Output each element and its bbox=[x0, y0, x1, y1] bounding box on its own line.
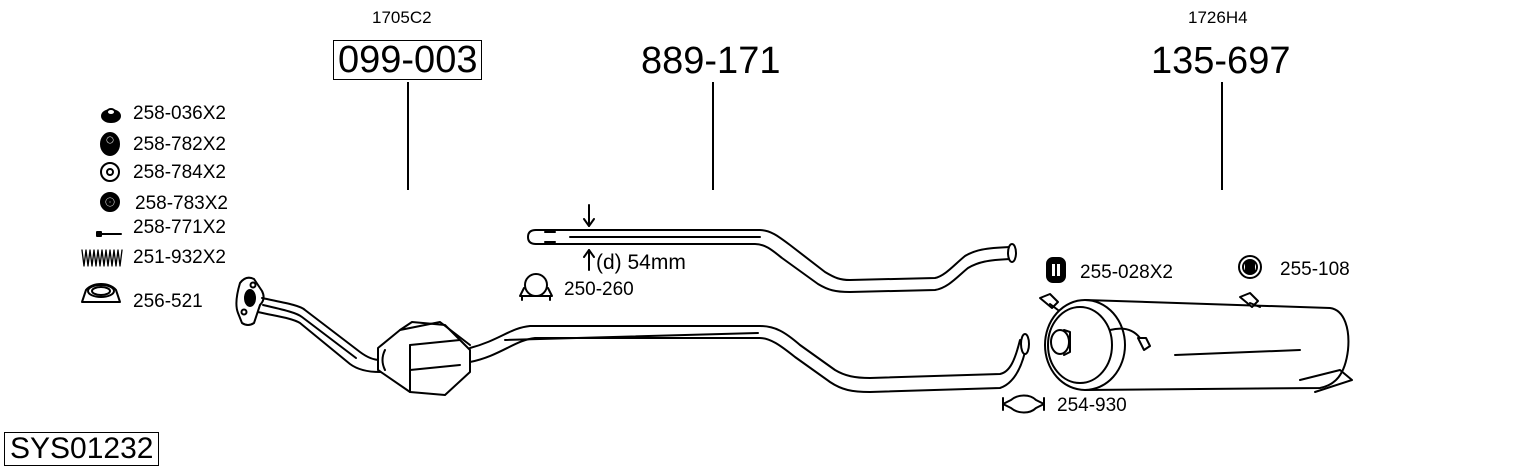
part-number-catalyst[interactable]: 099-003 bbox=[333, 40, 483, 80]
accessory-label-spring-cup[interactable]: 258-782X2 bbox=[133, 134, 226, 155]
accessory-label-band-clamp[interactable]: 254-930 bbox=[1057, 395, 1127, 416]
accessory-icons-left bbox=[81, 108, 123, 303]
accessory-label-ring[interactable]: 258-783X2 bbox=[135, 193, 228, 214]
part-ref-label: 1705C2 bbox=[372, 8, 432, 27]
accessory-label-rubber-mount[interactable]: 255-108 bbox=[1280, 259, 1350, 280]
part-number-rear-silencer[interactable]: 135-697 bbox=[1151, 40, 1291, 82]
accessory-label-spring[interactable]: 251-932X2 bbox=[133, 247, 226, 268]
accessory-label-u-clamp[interactable]: 250-260 bbox=[564, 279, 634, 300]
leader-line bbox=[712, 82, 714, 190]
part-ref-label: 1726H4 bbox=[1188, 8, 1248, 27]
intermediate-pipe-drawing bbox=[527, 204, 1017, 293]
leader-line bbox=[407, 82, 409, 190]
part-number-intermediate-pipe[interactable]: 889-171 bbox=[641, 40, 781, 82]
accessory-icons-other bbox=[519, 255, 1262, 414]
accessory-label-bolt[interactable]: 258-771X2 bbox=[133, 217, 226, 238]
accessory-label-gasket-ring[interactable]: 256-521 bbox=[133, 291, 203, 312]
system-id: SYS01232 bbox=[4, 432, 160, 466]
accessory-label-washer[interactable]: 258-784X2 bbox=[133, 162, 226, 183]
pipe-diameter-label: (d) 54mm bbox=[596, 251, 686, 274]
accessory-label-nut[interactable]: 258-036X2 bbox=[133, 103, 226, 124]
accessory-label-rubber-hanger[interactable]: 255-028X2 bbox=[1080, 262, 1173, 283]
leader-line bbox=[1221, 82, 1223, 190]
rear-silencer-drawing bbox=[1039, 292, 1353, 393]
front-pipe-catalyst-drawing bbox=[235, 276, 1030, 396]
